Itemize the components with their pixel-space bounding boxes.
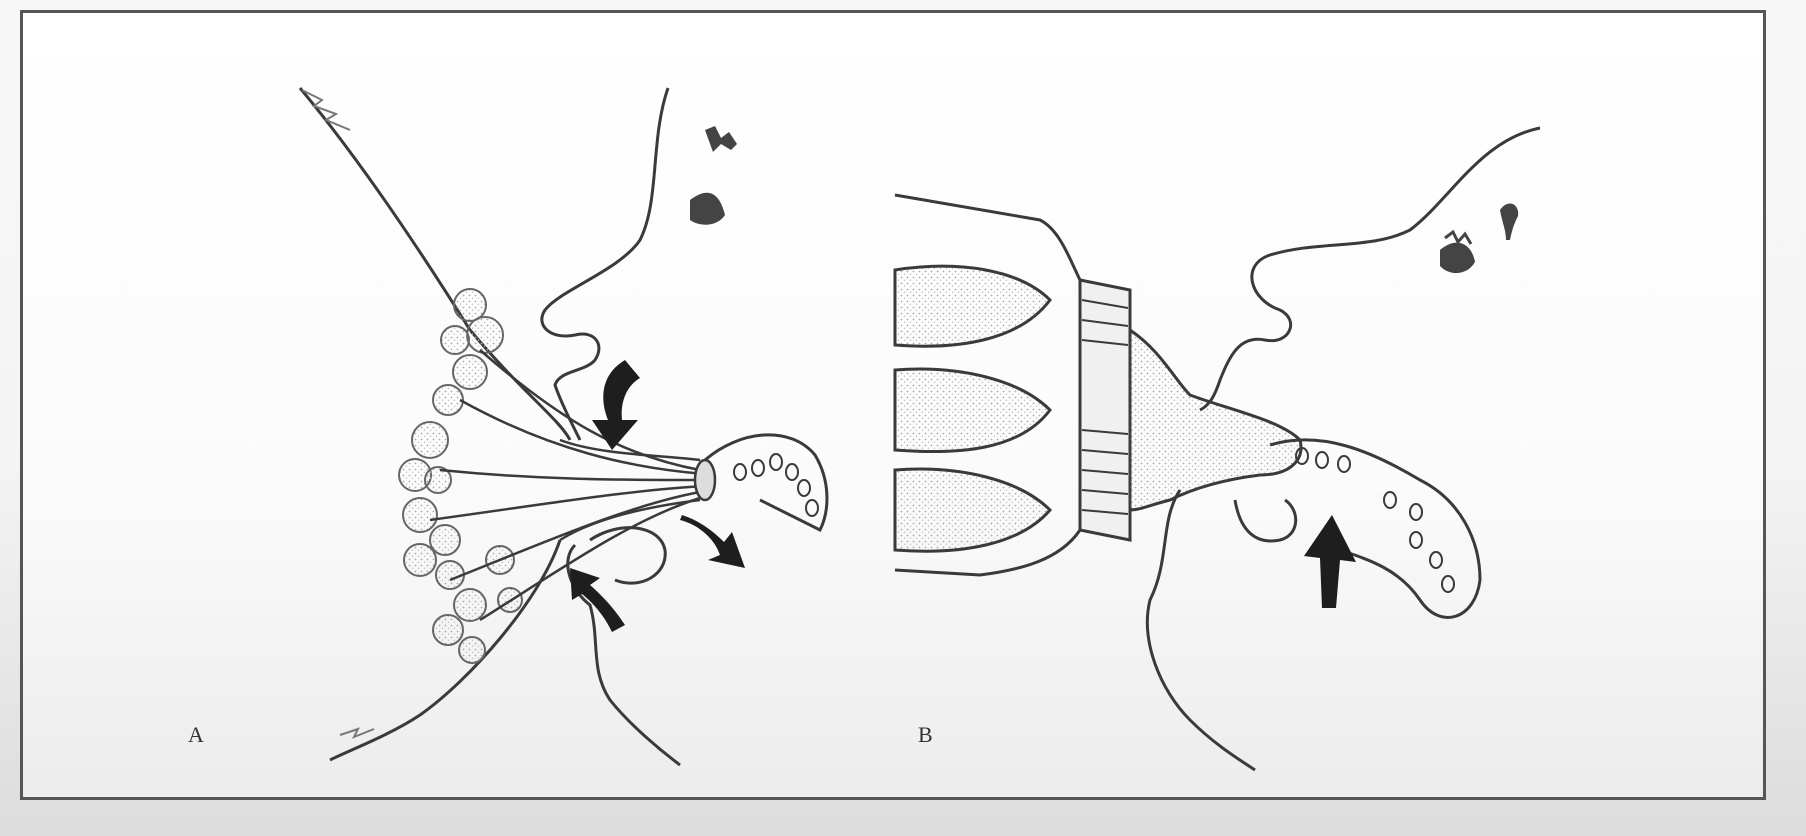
infant-b-lower-lip [1235,500,1296,541]
panel-label-b: B [918,722,934,748]
infant-b-chin [1147,490,1255,770]
bottle-collar [1080,280,1130,540]
bottle-curves [895,266,1050,551]
infant-a-eye [690,126,737,225]
panel-label-a: A [188,722,205,748]
arrow-up-chin-icon [570,568,625,632]
bottle-teat [1130,330,1301,510]
milk-ducts [430,350,705,620]
infant-b-profile [1200,128,1540,410]
infant-a-lower-lip [590,528,665,583]
arrow-right-tongue-icon [680,515,745,568]
panel-b-bottlefeeding [895,128,1540,770]
nipple [695,460,715,500]
infant-b-tongue [1270,440,1480,618]
palate-dots-b [1296,448,1454,592]
arrow-up-tongue-icon [1304,515,1356,608]
panel-a-breastfeeding [300,88,827,765]
skin-texture-top [302,90,350,130]
infant-b-eye [1440,203,1518,273]
